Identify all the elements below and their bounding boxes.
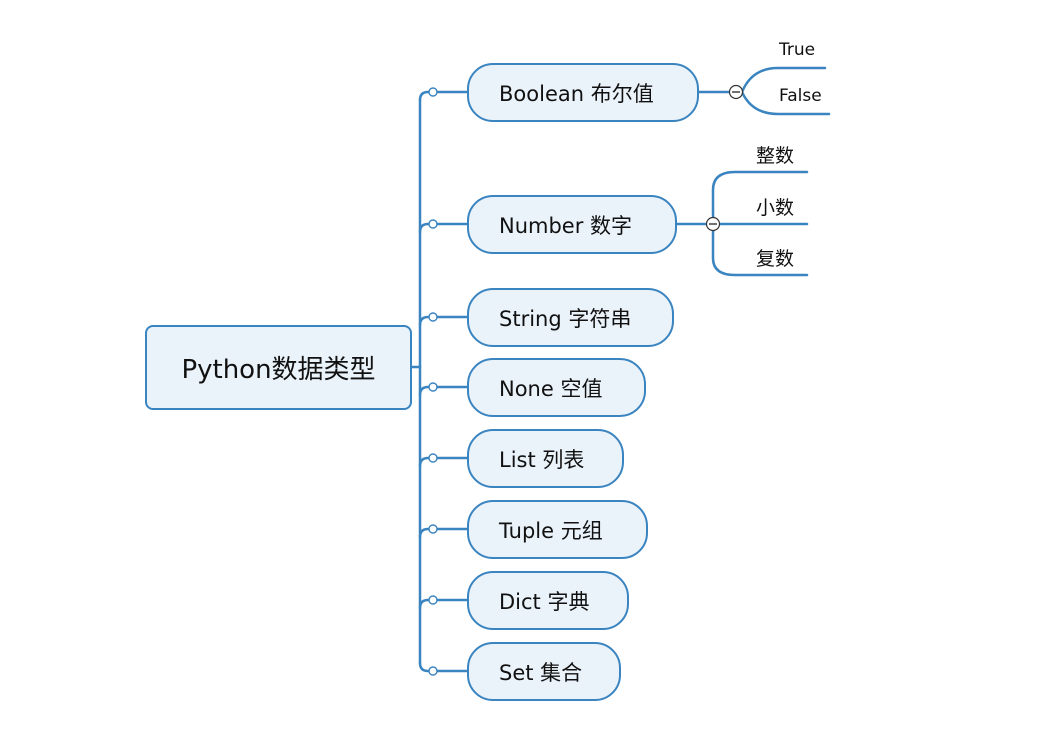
leaf-false[interactable]: False — [779, 86, 822, 106]
connector-dot — [428, 595, 438, 605]
topic-dict[interactable]: Dict 字典 — [467, 571, 629, 630]
leaf-complex[interactable]: 复数 — [756, 248, 795, 270]
root-label: Python数据类型 — [181, 355, 376, 385]
topic-label: Set 集合 — [499, 660, 583, 685]
collapse-toggle-number[interactable] — [705, 216, 721, 232]
connector-dot — [428, 87, 438, 97]
topic-label: Dict 字典 — [499, 589, 590, 614]
connector-dot — [428, 382, 438, 392]
leaf-decimal[interactable]: 小数 — [756, 197, 795, 219]
connector-dot — [428, 666, 438, 676]
connector-dot — [428, 453, 438, 463]
connector-dot — [428, 219, 438, 229]
topic-tuple[interactable]: Tuple 元组 — [467, 500, 648, 559]
topic-string[interactable]: String 字符串 — [467, 288, 674, 347]
root-node[interactable]: Python数据类型 — [145, 325, 412, 410]
topic-number[interactable]: Number 数字 — [467, 195, 677, 254]
collapse-toggle-boolean[interactable] — [728, 84, 744, 100]
topic-label: Tuple 元组 — [499, 518, 603, 543]
topic-set[interactable]: Set 集合 — [467, 642, 621, 701]
topic-label: None 空值 — [499, 376, 603, 401]
topic-label: String 字符串 — [499, 306, 632, 331]
topic-boolean[interactable]: Boolean 布尔值 — [467, 63, 699, 122]
leaf-integer[interactable]: 整数 — [756, 145, 795, 167]
leaf-true[interactable]: True — [779, 40, 816, 60]
topic-label: Number 数字 — [499, 213, 633, 238]
connector-dot — [428, 312, 438, 322]
connector-dot — [428, 524, 438, 534]
topic-list[interactable]: List 列表 — [467, 429, 624, 488]
topic-label: Boolean 布尔值 — [499, 81, 654, 106]
topic-none[interactable]: None 空值 — [467, 358, 646, 417]
topic-label: List 列表 — [499, 447, 585, 472]
